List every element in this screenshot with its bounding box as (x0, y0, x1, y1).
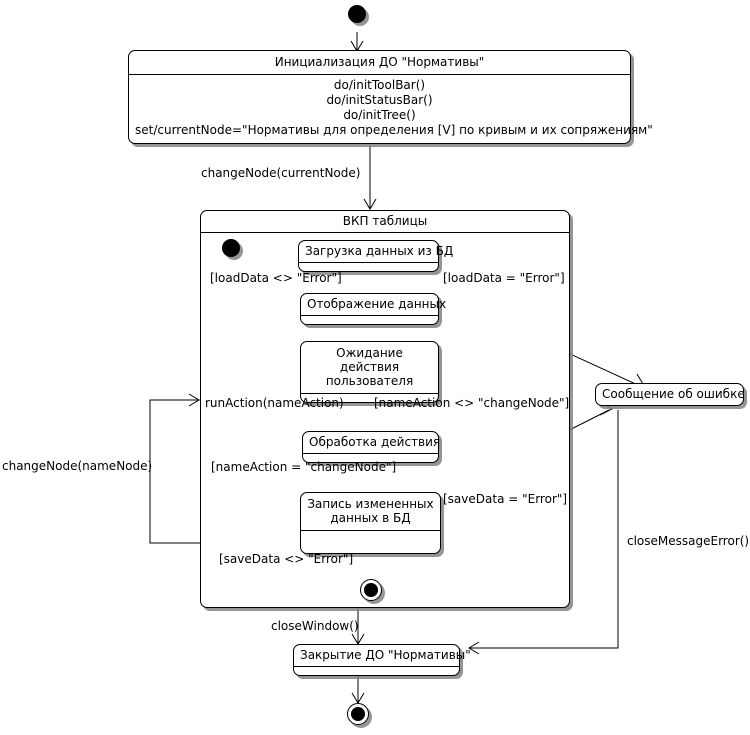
state-process-action[interactable]: Обработка действия (302, 431, 441, 463)
label-close-window: closeWindow() (271, 619, 359, 633)
state-save-data-title: Запись измененных данных в БД (307, 497, 434, 525)
arrowhead-error-to-close (468, 641, 480, 655)
label-action-is-change: [nameAction = "changeNode"] (211, 460, 397, 474)
state-load-data-compartment (299, 262, 438, 271)
activity-init-tree: do/initTree() (343, 108, 416, 122)
state-save-data[interactable]: Запись измененных данных в БД (300, 492, 441, 554)
label-load-error: [loadData = "Error"] (443, 271, 565, 285)
edge-error-to-close (470, 410, 619, 649)
edge-change-node-loop (149, 399, 200, 544)
state-initialization[interactable]: Инициализация ДО "Нормативы" do/initTool… (128, 50, 653, 144)
state-wait-user-action-compartment (301, 393, 438, 402)
inner-initial-pseudostate (222, 239, 240, 257)
state-load-data-title: Загрузка данных из БД (305, 244, 454, 258)
state-load-data[interactable]: Загрузка данных из БД (298, 240, 454, 272)
label-change-node-name: changeNode(nameNode) (2, 459, 153, 473)
initial-pseudostate (348, 5, 366, 23)
state-error-message-title: Сообщение об ошибке (602, 387, 745, 401)
label-save-ok: [saveData <> "Error"] (219, 552, 354, 566)
activity-set-currentnode: set/currentNode="Нормативы для определен… (135, 123, 653, 137)
state-error-message[interactable]: Сообщение об ошибке (595, 383, 745, 406)
state-process-action-title: Обработка действия (309, 435, 441, 449)
label-action-not-change: [nameAction <> "changeNode"] (374, 396, 570, 410)
state-show-data-compartment (301, 315, 438, 324)
state-initialization-title: Инициализация ДО "Нормативы" (129, 51, 630, 75)
state-close-document[interactable]: Закрытие ДО "Нормативы" (293, 644, 471, 676)
inner-final-state (360, 579, 382, 601)
label-close-message-error: closeMessageError() (627, 534, 750, 548)
composite-state-title: ВКП таблицы (201, 211, 569, 233)
state-wait-user-action-title: Ожидание действия пользователя (325, 346, 414, 388)
state-initialization-activities: do/initToolBar() do/initStatusBar() do/i… (129, 75, 653, 143)
state-wait-user-action[interactable]: Ожидание действия пользователя (300, 341, 439, 403)
arrowhead-init-to-composite (363, 198, 377, 210)
label-load-ok: [loadData <> "Error"] (210, 271, 342, 285)
label-change-node-current: changeNode(currentNode) (201, 166, 361, 180)
arrowhead-change-node-loop (188, 393, 200, 407)
state-show-data[interactable]: Отображение данных (300, 293, 447, 325)
activity-init-toolbar: do/initToolBar() (333, 78, 426, 92)
label-save-error: [saveData = "Error"] (443, 492, 568, 506)
final-state (347, 703, 369, 725)
state-show-data-title: Отображение данных (307, 297, 447, 311)
activity-init-statusbar: do/initStatusBar() (326, 93, 433, 107)
label-run-action: runAction(nameAction) (205, 396, 344, 410)
state-save-data-compartment (301, 530, 440, 553)
state-close-document-title: Закрытие ДО "Нормативы" (300, 648, 471, 662)
state-close-document-compartment (294, 666, 459, 675)
state-process-action-compartment (303, 453, 438, 462)
